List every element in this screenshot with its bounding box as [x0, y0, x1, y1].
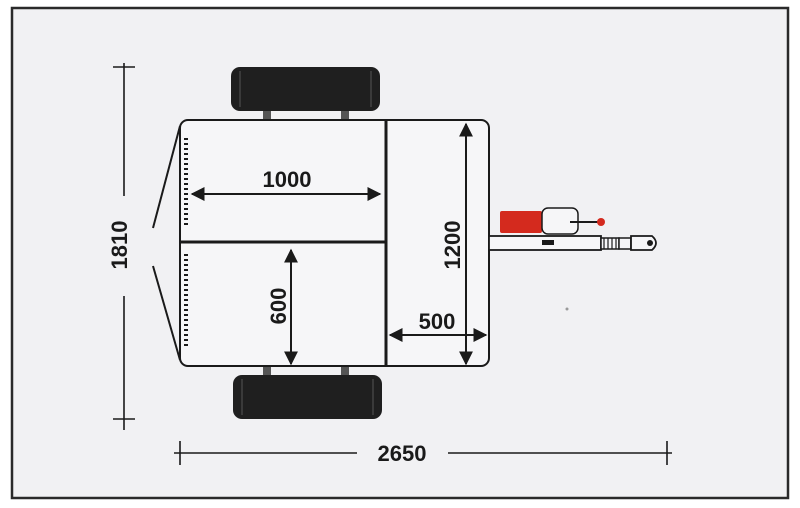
- dimension-label-1200: 1200: [440, 221, 465, 270]
- dimension-label-500: 500: [419, 309, 456, 334]
- tow-hitch-icon: [488, 235, 657, 251]
- dimension-label-1810: 1810: [107, 221, 132, 270]
- top-tire-icon: [231, 67, 380, 120]
- jockey-wheel-icon: [500, 207, 605, 235]
- dimension-line-1810: [113, 63, 135, 430]
- dimension-label-600: 600: [266, 288, 291, 325]
- rear-chamfer: [152, 125, 181, 361]
- image-speck: [565, 307, 569, 311]
- bottom-tire-icon: [233, 366, 382, 419]
- dimension-label-2650: 2650: [378, 441, 427, 466]
- dimension-line-2650: [174, 441, 672, 465]
- dimension-label-1000: 1000: [263, 167, 312, 192]
